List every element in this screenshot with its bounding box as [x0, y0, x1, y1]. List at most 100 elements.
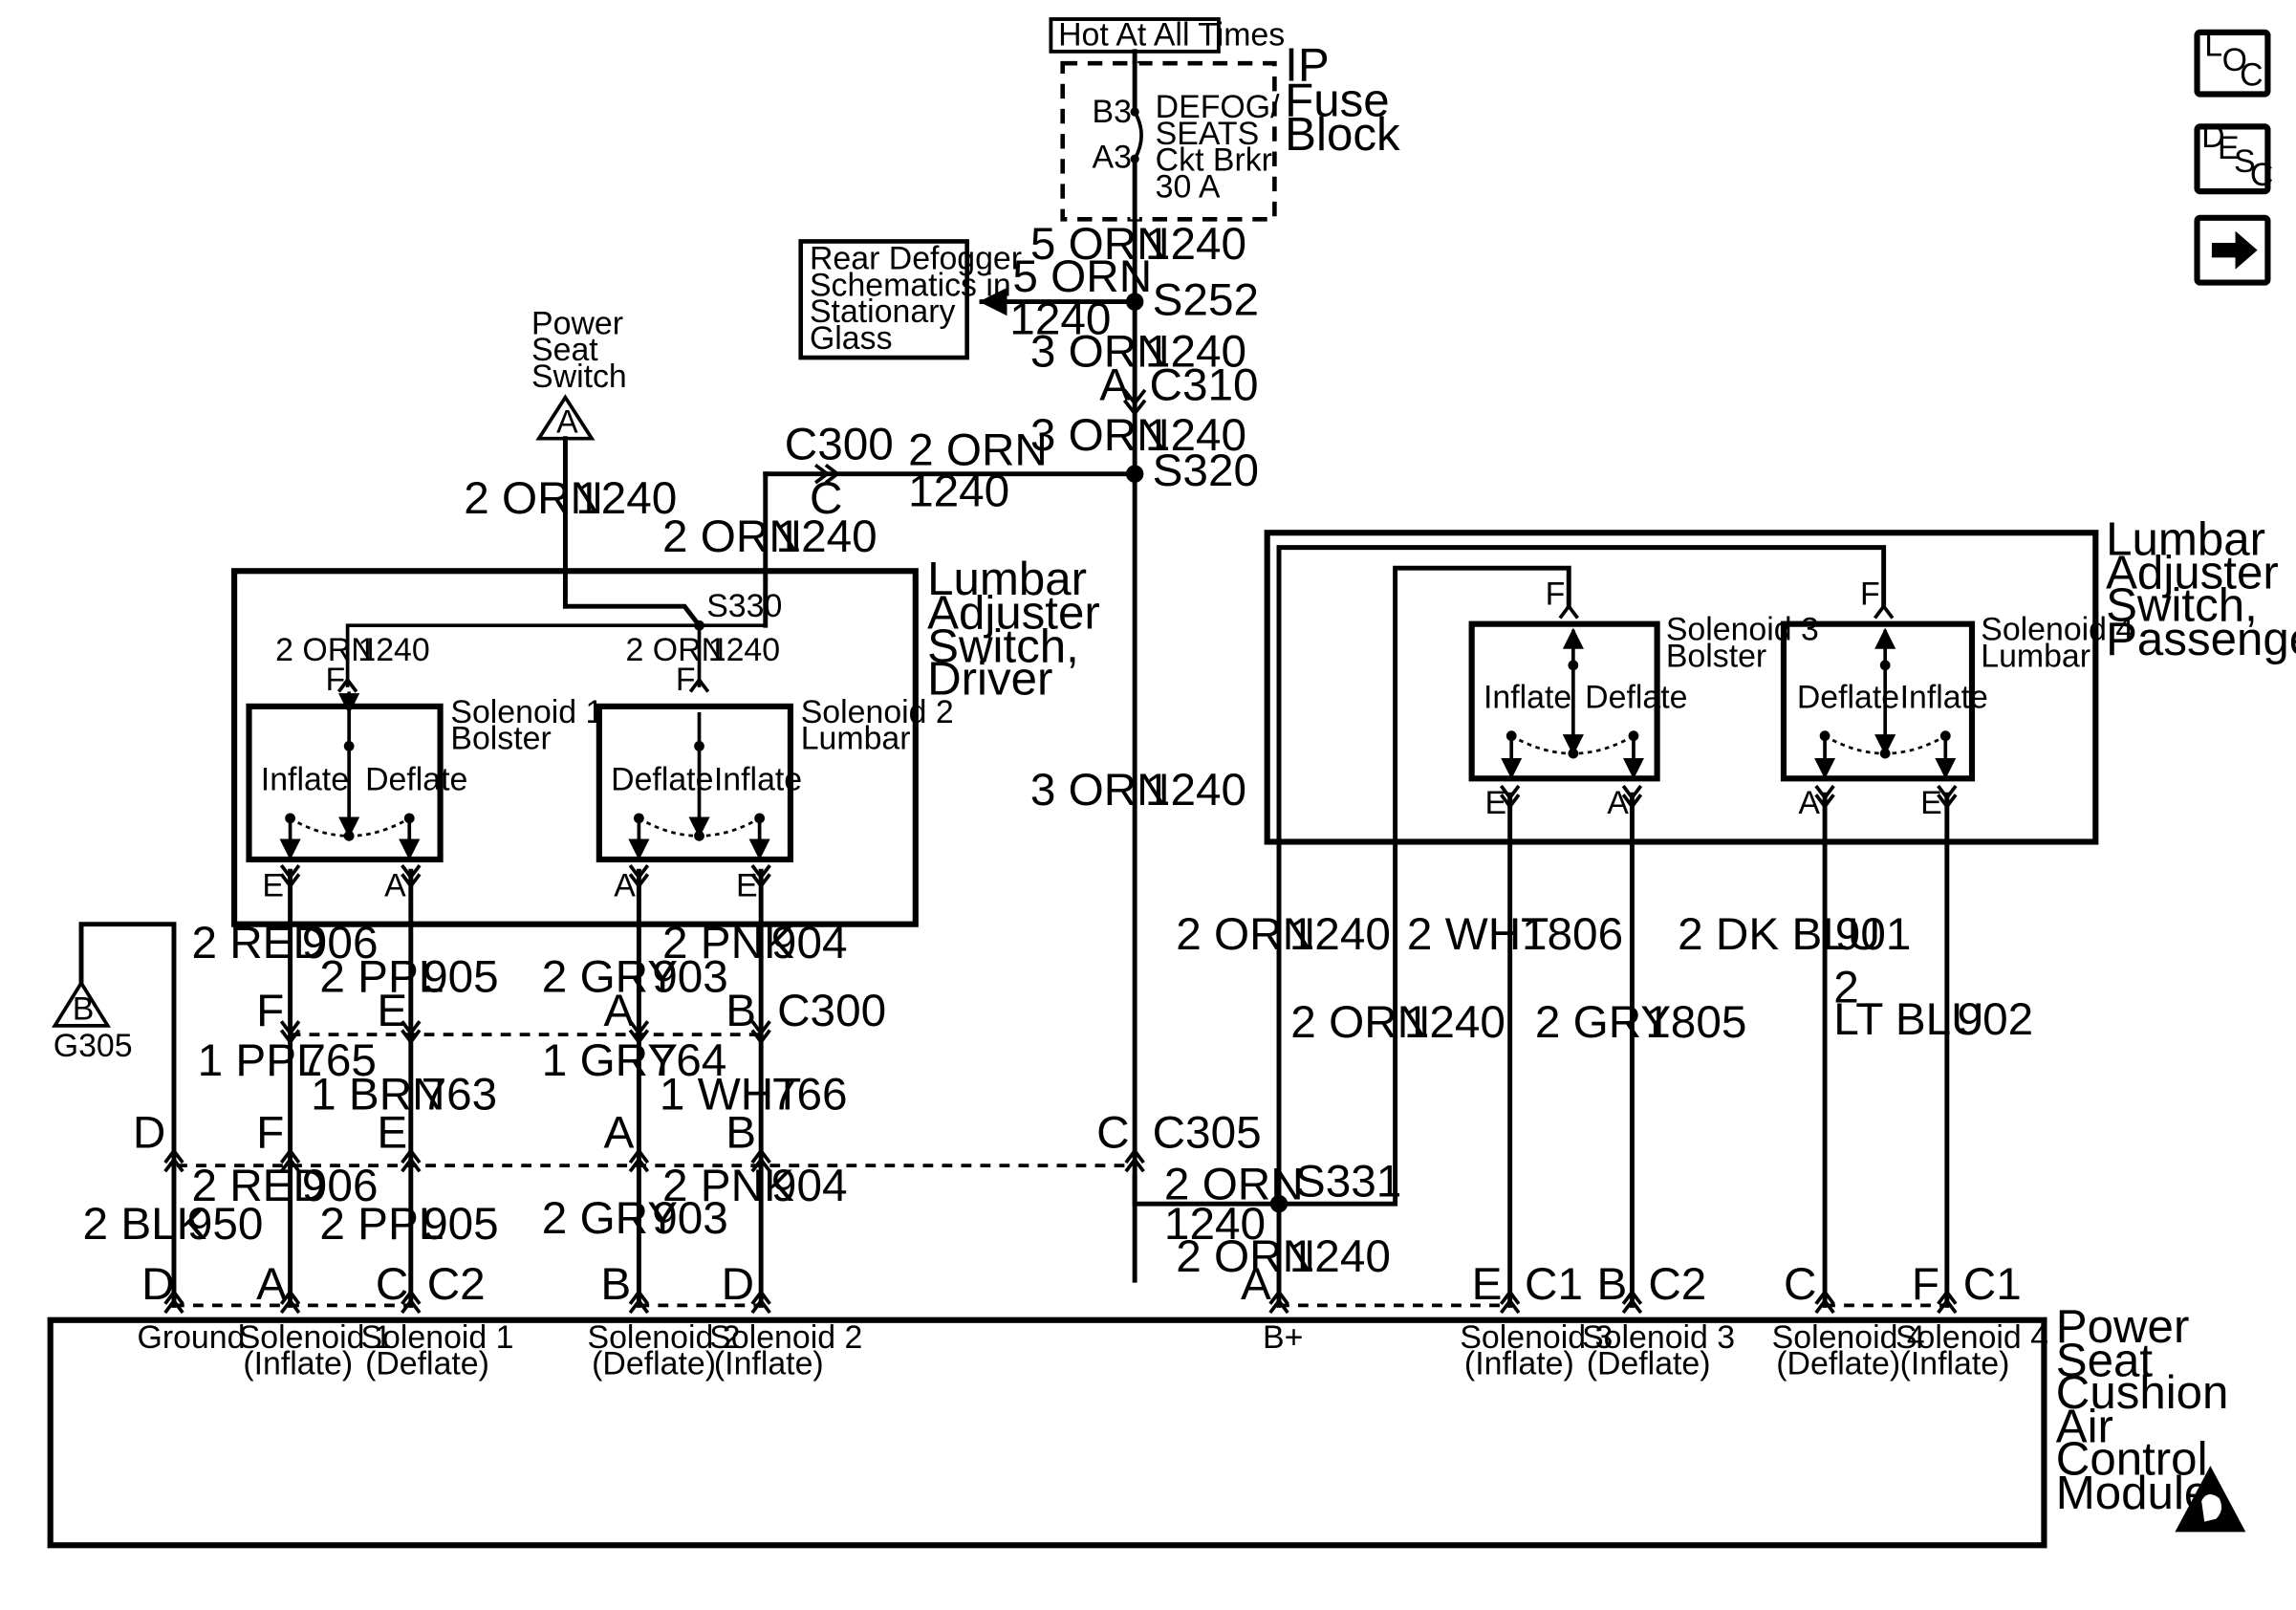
- svg-text:LT BLU: LT BLU: [1833, 994, 1983, 1045]
- svg-text:G305: G305: [54, 1028, 133, 1064]
- solenoid-2-lumbar: Solenoid 2 Lumbar Deflate Inflate: [596, 694, 954, 863]
- connector-c305-row: D F E A B C C305: [133, 1108, 1262, 1167]
- svg-text:1240: 1240: [908, 467, 1009, 517]
- connector-terminal: [1621, 1289, 1643, 1315]
- svg-text:F: F: [326, 662, 346, 698]
- svg-text:2 RED: 2 RED: [191, 918, 326, 968]
- svg-text:Deflate: Deflate: [1585, 679, 1687, 715]
- svg-text:Bolster: Bolster: [450, 721, 551, 757]
- svg-text:S331: S331: [1295, 1156, 1401, 1207]
- connector-terminal: [279, 1020, 301, 1045]
- svg-text:5 ORN: 5 ORN: [1030, 219, 1170, 270]
- svg-text:B: B: [726, 1108, 756, 1159]
- svg-text:1240: 1240: [1164, 1199, 1266, 1250]
- svg-text:Driver: Driver: [927, 653, 1052, 706]
- svg-text:2 GRY: 2 GRY: [1535, 997, 1671, 1048]
- svg-text:F: F: [256, 986, 284, 1036]
- svg-text:904: 904: [771, 1161, 848, 1211]
- svg-text:Bolster: Bolster: [1666, 638, 1766, 674]
- connector-terminal: [628, 1289, 650, 1315]
- ip-fuse-block: IP Fuse Block: [1060, 39, 1400, 222]
- svg-text:Glass: Glass: [810, 320, 893, 357]
- svg-text:5 ORN: 5 ORN: [1012, 251, 1152, 302]
- svg-text:Inflate: Inflate: [1900, 679, 1988, 715]
- svg-text:C: C: [810, 473, 842, 524]
- module-connector-row: D A C C2 B D A E C1 B C2 C F C1: [141, 1259, 2022, 1310]
- svg-text:B: B: [1596, 1259, 1627, 1310]
- svg-text:DEFOG/: DEFOG/: [1156, 89, 1280, 125]
- svg-text:2 BLK: 2 BLK: [83, 1199, 207, 1250]
- svg-text:C300: C300: [777, 986, 886, 1036]
- svg-text:Lumbar: Lumbar: [801, 721, 911, 757]
- connector-terminal: [279, 1147, 301, 1173]
- svg-text:Seat: Seat: [531, 332, 598, 368]
- svg-text:Stationary: Stationary: [810, 294, 956, 330]
- svg-text:1240: 1240: [1404, 997, 1505, 1048]
- next-arrow-button[interactable]: [2194, 214, 2271, 286]
- svg-text:S320: S320: [1153, 446, 1259, 496]
- svg-text:Solenoid 4: Solenoid 4: [1772, 1319, 1925, 1356]
- svg-text:Lumbar: Lumbar: [927, 553, 1087, 605]
- svg-text:E: E: [2218, 130, 2240, 166]
- svg-text:E: E: [377, 1108, 407, 1159]
- svg-text:B+: B+: [1263, 1319, 1303, 1356]
- svg-text:765: 765: [300, 1035, 377, 1086]
- svg-text:2 ORN: 2 ORN: [908, 424, 1048, 475]
- svg-text:F: F: [1546, 577, 1566, 613]
- svg-text:2 PNK: 2 PNK: [662, 1161, 794, 1211]
- svg-text:905: 905: [422, 1199, 499, 1250]
- svg-text:764: 764: [651, 1035, 727, 1086]
- svg-text:Lumbar: Lumbar: [1981, 638, 2090, 674]
- svg-text:(Deflate): (Deflate): [365, 1346, 489, 1382]
- svg-text:Lumbar: Lumbar: [2106, 512, 2265, 565]
- svg-text:Schematics in: Schematics in: [810, 267, 1011, 303]
- connector-terminal: [279, 1289, 301, 1315]
- solenoid-3-bolster: Solenoid 3 Bolster Inflate Deflate: [1468, 612, 1819, 782]
- svg-text:S: S: [2234, 143, 2256, 180]
- hot-at-all-times-label: Hot At All Times: [1049, 17, 1285, 54]
- solenoid-1-bolster: Solenoid 1 Bolster Inflate Deflate: [246, 691, 603, 863]
- loc-button[interactable]: L O C: [2194, 27, 2271, 98]
- svg-text:Inflate: Inflate: [1484, 679, 1571, 715]
- desc-button[interactable]: D E S C: [2194, 119, 2274, 195]
- svg-text:C310: C310: [1150, 360, 1259, 411]
- svg-text:Adjuster: Adjuster: [927, 586, 1100, 639]
- svg-text:Power: Power: [531, 305, 623, 341]
- svg-text:A: A: [1099, 360, 1130, 411]
- svg-text:Cushion: Cushion: [2056, 1366, 2229, 1419]
- svg-text:903: 903: [652, 951, 728, 1002]
- svg-text:1806: 1806: [1522, 909, 1623, 960]
- svg-text:3 ORN: 3 ORN: [1030, 410, 1170, 461]
- svg-text:2 ORN: 2 ORN: [1290, 997, 1430, 1048]
- svg-text:A: A: [556, 404, 578, 441]
- connector-c310: A C310: [1099, 360, 1259, 417]
- svg-text:S330: S330: [706, 588, 782, 624]
- connector-terminal: [163, 1289, 184, 1315]
- svg-text:E: E: [262, 867, 284, 903]
- svg-text:SEATS: SEATS: [1156, 116, 1260, 152]
- svg-text:1240: 1240: [1145, 765, 1246, 816]
- svg-text:2 ORN: 2 ORN: [626, 632, 725, 668]
- svg-text:E: E: [1472, 1259, 1503, 1310]
- svg-text:Adjuster: Adjuster: [2106, 547, 2279, 599]
- svg-text:Seat: Seat: [2056, 1334, 2154, 1386]
- svg-text:2 GRY: 2 GRY: [542, 1193, 678, 1244]
- svg-text:1 WHT: 1 WHT: [660, 1070, 801, 1120]
- connector-c300-row: F E A B C300: [256, 986, 886, 1036]
- connector-terminal: [1499, 1289, 1521, 1315]
- connector-terminal: [1268, 1289, 1289, 1315]
- svg-text:F: F: [1860, 577, 1880, 613]
- svg-text:B: B: [73, 991, 95, 1028]
- svg-text:Solenoid 4: Solenoid 4: [1895, 1319, 2048, 1356]
- connector-terminal: [628, 1020, 650, 1045]
- svg-text:Ckt Brkr: Ckt Brkr: [1156, 142, 1272, 179]
- svg-text:2 DK BLU: 2 DK BLU: [1678, 909, 1880, 960]
- svg-text:Deflate: Deflate: [365, 762, 467, 798]
- svg-text:1240: 1240: [1145, 410, 1246, 461]
- svg-text:E: E: [377, 986, 407, 1036]
- connector-c300-top: C300 C: [785, 419, 894, 524]
- svg-text:L: L: [2204, 27, 2222, 63]
- svg-text:Passenger: Passenger: [2106, 613, 2296, 665]
- connector-terminal: [401, 1147, 422, 1173]
- connector-terminal: [750, 1020, 771, 1045]
